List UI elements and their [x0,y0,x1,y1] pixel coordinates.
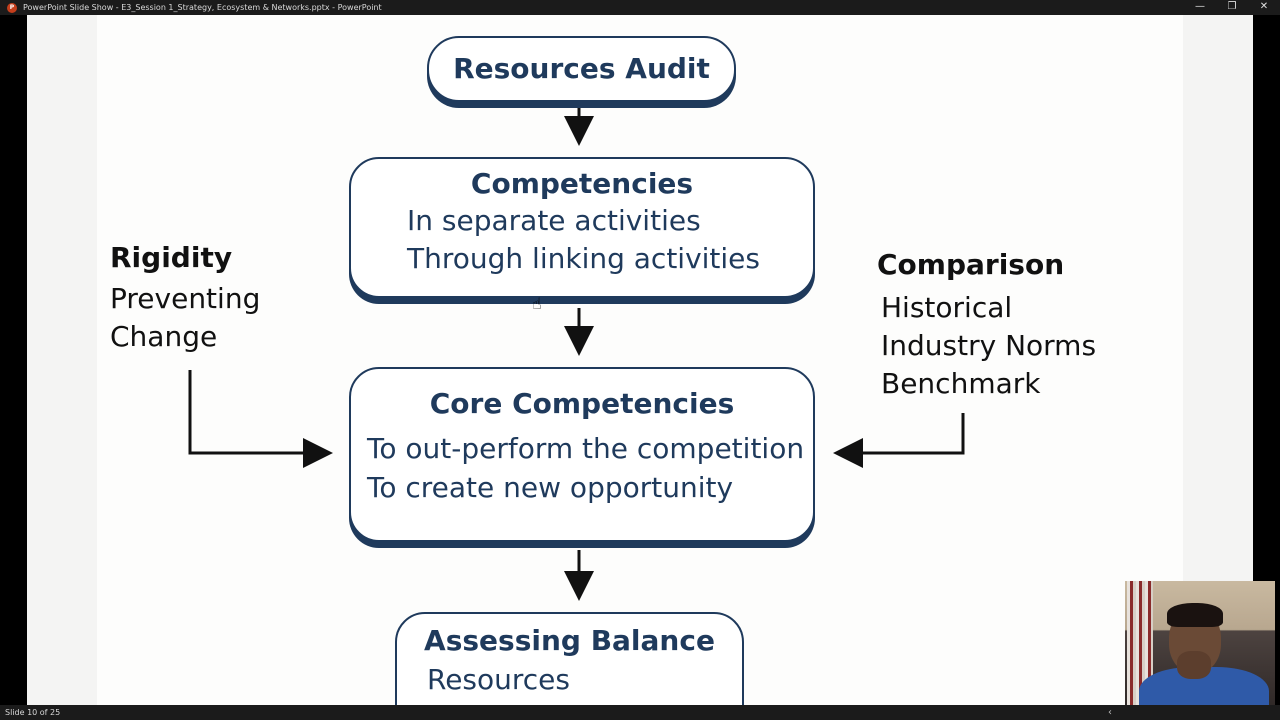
presenter-video[interactable] [1125,581,1275,720]
slide-indicator: Slide 10 of 25 [5,708,61,717]
resources-audit-box: Resources Audit [427,36,736,102]
status-bar: Slide 10 of 25 [0,705,1280,720]
comparison-group: Comparison Historical Industry Norms Ben… [877,248,1096,400]
hand-cursor-icon: ☝ [532,294,542,313]
comparison-line-2: Industry Norms [881,329,1097,362]
previous-slide-icon[interactable]: ‹ [1108,707,1112,718]
competencies-line-2: Through linking activities [407,242,760,275]
window-title: PowerPoint Slide Show - E3_Session 1_Str… [23,3,382,12]
close-button[interactable]: ✕ [1259,1,1269,12]
title-bar: P PowerPoint Slide Show - E3_Session 1_S… [0,0,1280,15]
rigidity-group: Rigidity Preventing Change [110,241,260,353]
rigidity-line-1: Preventing [110,282,261,315]
arrow-rigidity-to-core [188,370,333,468]
core-competencies-box: Core Competencies To out-perform the com… [349,367,815,542]
comparison-line-1: Historical [881,291,1013,324]
restore-button[interactable]: ❐ [1227,1,1237,12]
arrow-comparison-to-core [833,413,965,468]
powerpoint-icon: P [7,2,17,13]
assessing-balance-title: Assessing Balance [424,624,715,657]
comparison-line-3: Benchmark [881,367,1041,400]
core-competencies-line-1: To out-perform the competition [367,432,805,465]
assessing-balance-line-1: Resources [427,663,570,696]
slide-left-shade [27,15,97,705]
competencies-line-1: In separate activities [407,204,701,237]
flow-arrows [188,108,965,601]
core-competencies-line-2: To create new opportunity [367,471,734,504]
presenter-hand [1177,651,1211,679]
slide-canvas[interactable]: Resources Audit Competencies In separate… [27,15,1253,705]
minimize-button[interactable]: — [1195,1,1205,12]
presenter-hair [1167,603,1223,627]
competencies-box: Competencies In separate activities Thro… [349,157,815,298]
core-competencies-title: Core Competencies [429,387,735,420]
comparison-title: Comparison [877,248,1065,281]
assessing-balance-box: Assessing Balance Resources [395,612,744,705]
rigidity-line-2: Change [110,320,218,353]
rigidity-title: Rigidity [110,241,233,274]
competencies-title: Competencies [470,167,694,200]
resources-audit-title: Resources Audit [453,52,710,85]
window-controls: — ❐ ✕ [1184,0,1280,15]
